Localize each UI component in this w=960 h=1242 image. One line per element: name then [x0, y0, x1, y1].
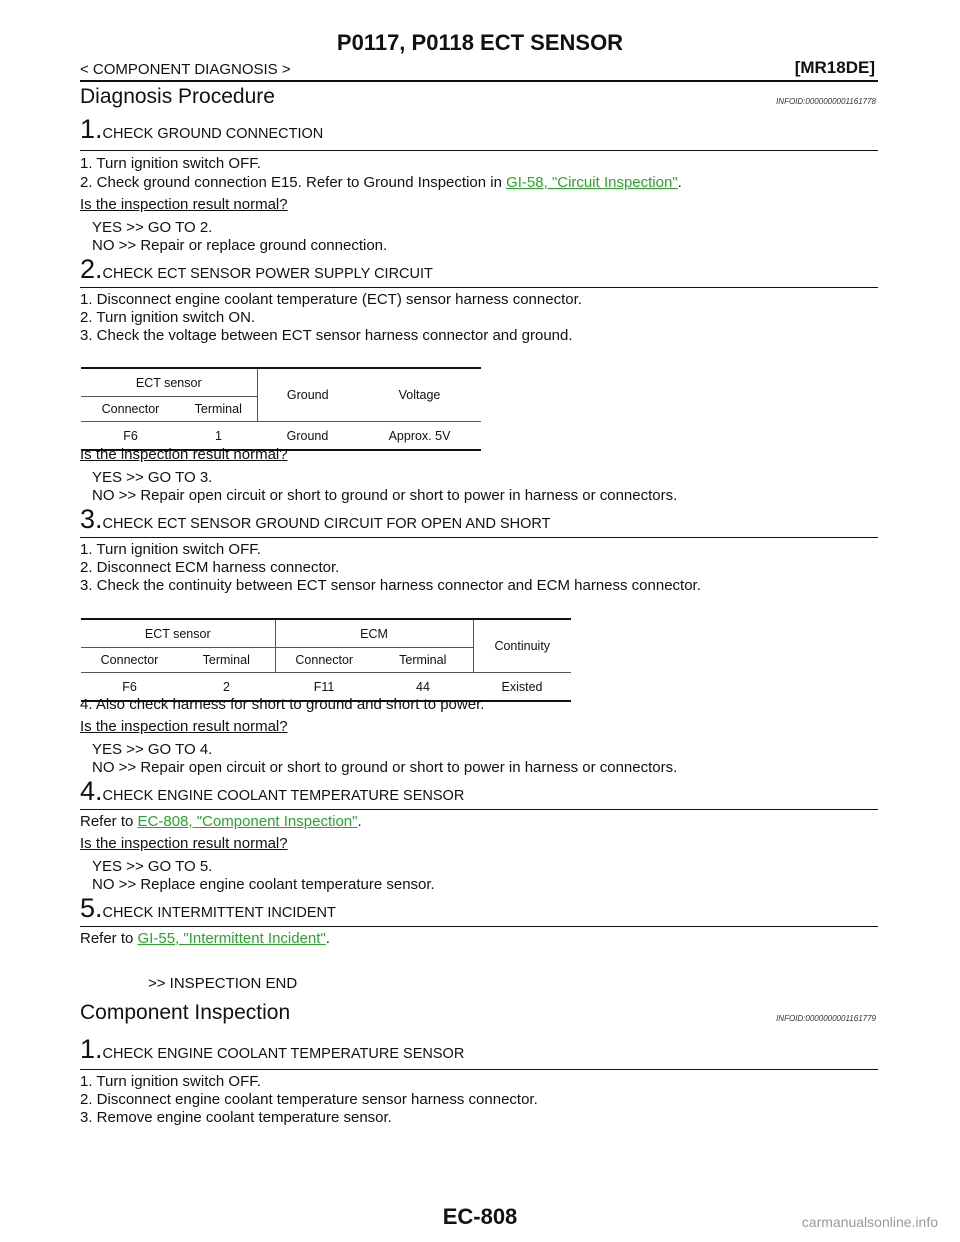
- no-result: NO >> Replace engine coolant temperature…: [92, 876, 435, 893]
- header-cell: Terminal: [180, 396, 258, 422]
- table-cell: 2: [178, 672, 275, 702]
- step-title: CHECK ENGINE COOLANT TEMPERATURE SENSOR: [102, 788, 465, 804]
- end-result: >> INSPECTION END: [148, 975, 298, 992]
- table-cell: Ground: [257, 421, 358, 451]
- header-cell: Connector: [81, 396, 180, 422]
- table-cell: Existed: [473, 672, 571, 702]
- step-2-heading: 2.CHECK ECT SENSOR POWER SUPPLY CIRCUIT: [80, 254, 433, 285]
- breadcrumb: < COMPONENT DIAGNOSIS >: [80, 61, 291, 78]
- instruction-line: Refer to EC-808, "Component Inspection".: [80, 813, 362, 830]
- no-result: NO >> Repair or replace ground connectio…: [92, 237, 388, 254]
- infoid-diagnosis: INFOID:0000000001161778: [776, 97, 876, 106]
- instruction-line: 2. Check ground connection E15. Refer to…: [80, 174, 682, 191]
- table-row: F6 1 Ground Approx. 5V: [81, 421, 481, 451]
- header-cell: ECT sensor: [81, 368, 258, 397]
- header-cell: Connector: [275, 647, 373, 673]
- step-title: CHECK ECT SENSOR GROUND CIRCUIT FOR OPEN…: [102, 516, 551, 532]
- step-title: CHECK INTERMITTENT INCIDENT: [102, 905, 336, 921]
- inspection-question: Is the inspection result normal?: [80, 446, 288, 463]
- yes-result: YES >> GO TO 2.: [92, 219, 213, 236]
- table-cell: 44: [373, 672, 473, 702]
- step-number: 4.: [80, 776, 103, 806]
- header-cell: ECT sensor: [81, 619, 276, 648]
- voltage-table: ECT sensor Ground Voltage Connector Term…: [81, 367, 481, 451]
- header-cell: Connector: [81, 647, 178, 673]
- no-result: NO >> Repair open circuit or short to gr…: [92, 487, 678, 504]
- header-rule: [80, 80, 878, 82]
- step-rule: [80, 926, 878, 927]
- instruction-line: 1. Turn ignition switch OFF.: [80, 1073, 261, 1090]
- instruction-line: 2. Disconnect engine coolant temperature…: [80, 1091, 538, 1108]
- table-header-row: ECT sensor Ground Voltage: [81, 368, 481, 422]
- instruction-line: 1. Turn ignition switch OFF.: [80, 155, 261, 172]
- infoid-component: INFOID:0000000001161779: [776, 1014, 876, 1023]
- inspection-question: Is the inspection result normal?: [80, 196, 288, 213]
- table-cell: F6: [81, 421, 180, 451]
- instruction-line: 2. Disconnect ECM harness connector.: [80, 559, 340, 576]
- step-title: CHECK ENGINE COOLANT TEMPERATURE SENSOR: [102, 1046, 465, 1062]
- step-3-heading: 3.CHECK ECT SENSOR GROUND CIRCUIT FOR OP…: [80, 504, 550, 535]
- link-ec808[interactable]: EC-808, "Component Inspection": [137, 813, 358, 830]
- step-4-heading: 4.CHECK ENGINE COOLANT TEMPERATURE SENSO…: [80, 776, 464, 807]
- table-header-row: ECT sensor ECM Continuity: [81, 619, 571, 673]
- instruction-line: 3. Remove engine coolant temperature sen…: [80, 1109, 392, 1126]
- page-title: P0117, P0118 ECT SENSOR: [336, 30, 624, 55]
- instruction-line: 2. Turn ignition switch ON.: [80, 309, 256, 326]
- step-title: CHECK ECT SENSOR POWER SUPPLY CIRCUIT: [102, 266, 433, 282]
- header-cell: Voltage: [358, 368, 481, 422]
- step-1-heading: 1.CHECK GROUND CONNECTION: [80, 114, 323, 145]
- header-cell: Ground: [257, 368, 358, 422]
- step-rule: [80, 537, 878, 538]
- step-rule: [80, 150, 878, 151]
- instruction-line: 3. Check the continuity between ECT sens…: [80, 577, 701, 594]
- instruction-text: 2. Check ground connection E15. Refer to…: [80, 174, 507, 191]
- yes-result: YES >> GO TO 5.: [92, 858, 213, 875]
- section-heading-component: Component Inspection: [80, 1001, 291, 1024]
- model-label: [MR18DE]: [794, 58, 875, 77]
- instruction-line: 1. Disconnect engine coolant temperature…: [80, 291, 582, 308]
- step-title: CHECK GROUND CONNECTION: [102, 126, 324, 142]
- instruction-text: .: [677, 174, 682, 191]
- watermark: carmanualsonline.info: [801, 1214, 938, 1230]
- continuity-table: ECT sensor ECM Continuity Connector Term…: [81, 618, 571, 702]
- instruction-line: Refer to GI-55, "Intermittent Incident".: [80, 930, 330, 947]
- yes-result: YES >> GO TO 4.: [92, 741, 213, 758]
- no-result: NO >> Repair open circuit or short to gr…: [92, 759, 678, 776]
- instruction-line: 3. Check the voltage between ECT sensor …: [80, 327, 573, 344]
- header-cell: Terminal: [178, 647, 276, 673]
- table-cell: F6: [81, 672, 178, 702]
- instruction-text: .: [325, 930, 330, 947]
- instruction-text: .: [357, 813, 362, 830]
- section-heading-diagnosis: Diagnosis Procedure: [80, 85, 275, 108]
- table-cell: 1: [180, 421, 257, 451]
- table-cell: Approx. 5V: [358, 421, 481, 451]
- step-rule: [80, 287, 878, 288]
- inspection-question: Is the inspection result normal?: [80, 835, 288, 852]
- step-number: 1.: [80, 114, 103, 144]
- header-cell: Continuity: [473, 619, 571, 673]
- step-number: 2.: [80, 254, 103, 284]
- inspection-question: Is the inspection result normal?: [80, 718, 288, 735]
- comp-step-1-heading: 1.CHECK ENGINE COOLANT TEMPERATURE SENSO…: [80, 1034, 464, 1065]
- step-rule: [80, 1069, 878, 1070]
- step-number: 1.: [80, 1034, 103, 1064]
- table-cell: F11: [275, 672, 373, 702]
- instruction-line: 1. Turn ignition switch OFF.: [80, 541, 261, 558]
- table-header-row: Connector Terminal Connector Terminal: [81, 647, 571, 673]
- instruction-text: Refer to: [80, 813, 138, 830]
- header-cell: ECM: [275, 619, 474, 648]
- instruction-text: Refer to: [80, 930, 138, 947]
- table-header-row: Connector Terminal: [81, 396, 481, 422]
- step-5-heading: 5.CHECK INTERMITTENT INCIDENT: [80, 893, 336, 924]
- header-cell: Terminal: [373, 647, 474, 673]
- step-number: 3.: [80, 504, 103, 534]
- table-row: F6 2 F11 44 Existed: [81, 672, 571, 702]
- link-gi55[interactable]: GI-55, "Intermittent Incident": [137, 930, 326, 947]
- link-gi58[interactable]: GI-58, "Circuit Inspection": [506, 174, 678, 191]
- step-rule: [80, 809, 878, 810]
- page-number: EC-808: [442, 1204, 518, 1229]
- yes-result: YES >> GO TO 3.: [92, 469, 213, 486]
- step-number: 5.: [80, 893, 103, 923]
- instruction-line: 4. Also check harness for short to groun…: [80, 696, 485, 713]
